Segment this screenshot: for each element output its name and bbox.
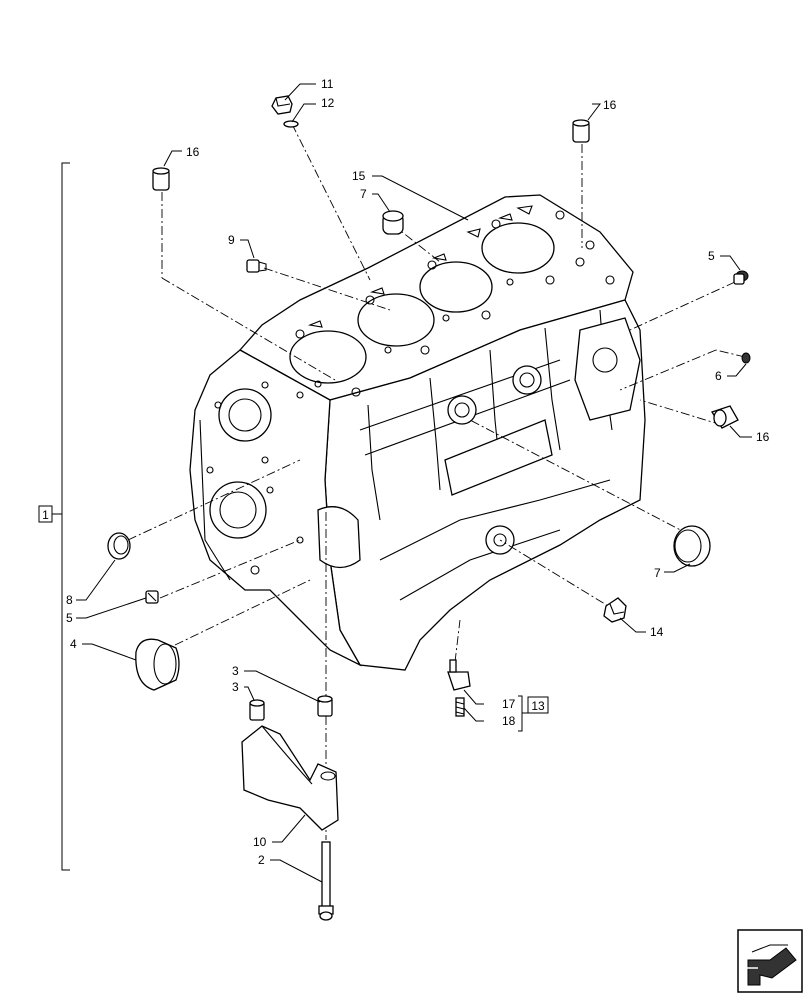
callout-5-right: 5 xyxy=(708,249,715,263)
side-pad xyxy=(444,419,553,496)
plug-14 xyxy=(603,597,627,623)
callout-3-lower: 3 xyxy=(232,680,239,694)
cylinder-bore-4 xyxy=(481,222,555,274)
sensor-17 xyxy=(447,659,471,691)
dowel-16-left xyxy=(152,167,170,191)
callout-9: 9 xyxy=(228,233,235,247)
callout-11: 11 xyxy=(321,77,334,91)
side-port-2 xyxy=(512,365,542,395)
bolt-2 xyxy=(318,841,334,921)
callout-18: 18 xyxy=(502,714,516,728)
cylinder-bore-2 xyxy=(357,293,435,347)
side-port-1 xyxy=(447,395,477,425)
assembly-bracket: 1 xyxy=(38,162,70,871)
callout-2: 2 xyxy=(258,853,265,867)
callout-6: 6 xyxy=(715,369,722,383)
ring-8 xyxy=(107,532,131,560)
plug-5-right xyxy=(733,270,749,285)
engine-block xyxy=(189,194,646,671)
callout-12: 12 xyxy=(321,96,335,110)
screw-18 xyxy=(455,697,465,717)
seal-ring-12 xyxy=(283,120,299,128)
bearing-4 xyxy=(135,638,180,691)
callout-box-13 xyxy=(527,696,549,714)
cup-plug-7-right xyxy=(673,525,711,567)
callout-7-right: 7 xyxy=(654,566,661,580)
oil-plug-11 xyxy=(271,95,293,115)
callout-15: 15 xyxy=(352,169,366,183)
dowel-16-top xyxy=(572,119,590,143)
callout-14: 14 xyxy=(650,625,664,639)
dowel-16-right xyxy=(711,405,739,429)
callout-10: 10 xyxy=(253,835,267,849)
callout-7-top: 7 xyxy=(360,187,367,201)
callout-3-upper: 3 xyxy=(232,664,239,678)
front-bore-lower xyxy=(209,481,267,539)
arrow-nav-icon[interactable] xyxy=(737,929,803,993)
rear-face-boss xyxy=(574,317,641,421)
leader-lines xyxy=(76,83,752,883)
callout-17: 17 xyxy=(502,697,516,711)
callout-16-right: 16 xyxy=(756,430,770,444)
callout-16-top-left: 16 xyxy=(186,145,200,159)
cylinder-bore-3 xyxy=(419,261,493,313)
callout-8: 8 xyxy=(66,593,73,607)
bushing-7-top xyxy=(382,210,404,235)
callout-4: 4 xyxy=(70,637,77,651)
dowel-3-right xyxy=(317,695,333,717)
callout-13: 13 xyxy=(531,699,545,713)
crank-bore-front xyxy=(317,506,361,569)
callout-labels: 11 12 16 16 15 7 9 5 6 16 7 14 8 5 4 17 … xyxy=(66,77,770,867)
callout-box-1 xyxy=(38,505,53,523)
plug-5-left xyxy=(145,590,159,604)
camshaft-bore xyxy=(218,388,272,442)
deck-holes xyxy=(295,205,615,397)
plug-9 xyxy=(246,259,267,273)
callout-1: 1 xyxy=(42,508,49,522)
bearing-cap-10 xyxy=(241,725,339,831)
dowel-3-left xyxy=(249,699,265,721)
cylinder-bore-1 xyxy=(289,330,367,384)
callout-5-left: 5 xyxy=(66,611,73,625)
plug-6 xyxy=(741,352,751,364)
callout-16-top-right: 16 xyxy=(603,98,617,112)
